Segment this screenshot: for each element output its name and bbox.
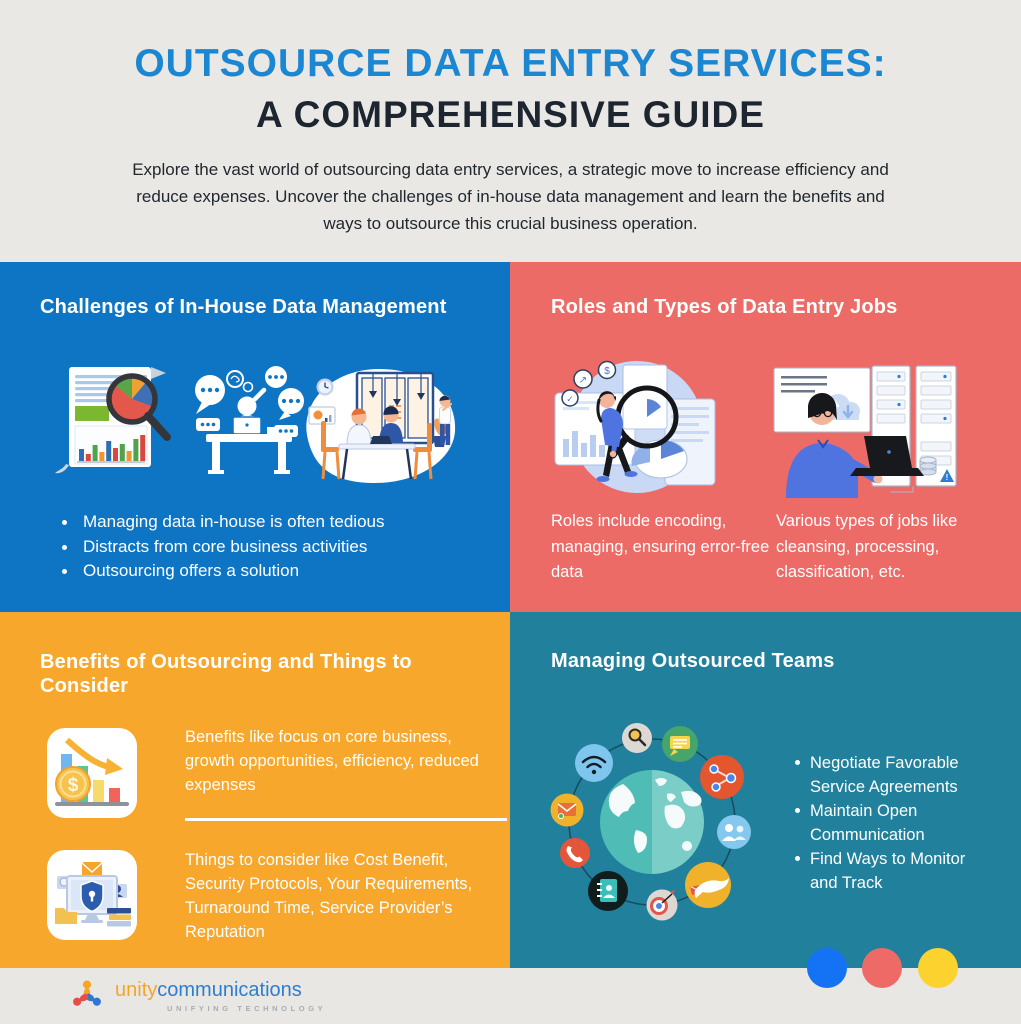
roles-text-1: Roles include encoding, managing, ensuri…	[551, 512, 770, 581]
bullet-dot-icon	[62, 520, 67, 525]
list-item: Distracts from core business activities	[62, 535, 384, 560]
target-dart-icon	[646, 889, 678, 921]
security-monitor-icon	[55, 857, 131, 927]
dot-blue	[807, 948, 847, 988]
section-roles: Roles and Types of Data Entry Jobs	[510, 262, 1021, 612]
list-item: Managing data in-house is often tedious	[62, 510, 384, 535]
envelope-icon	[550, 793, 584, 827]
page-title-line2: A COMPREHENSIVE GUIDE	[256, 94, 765, 135]
global-team-network-illustration	[550, 723, 751, 921]
bullet-dot-icon	[795, 856, 800, 861]
bullet-dot-icon	[795, 808, 800, 813]
section-challenges: Challenges of In-House Data Management	[0, 262, 510, 612]
list-item: Maintain Open Communication	[795, 799, 992, 847]
search-icon	[622, 723, 652, 753]
section-benefits: Benefits of Outsourcing and Things to Co…	[0, 612, 510, 968]
brand-wordmark: unitycommunications	[115, 979, 302, 1001]
considerations-text: Things to consider like Cost Benefit, Se…	[185, 851, 473, 941]
page-title-line1: OUTSOURCE DATA ENTRY SERVICES:	[134, 42, 887, 85]
continents	[608, 778, 702, 853]
divider	[185, 818, 507, 821]
footer: unitycommunications UNIFYING TECHNOLOGY	[0, 968, 1021, 1024]
list-item: Find Ways to Monitor and Track	[795, 847, 992, 895]
section-roles-title: Roles and Types of Data Entry Jobs	[551, 296, 898, 318]
document-analysis-illustration	[55, 367, 171, 474]
wifi-icon	[575, 744, 613, 782]
benefits-text-1: Benefits like focus on core business, gr…	[185, 728, 479, 794]
users-icon	[717, 815, 751, 849]
declining-costs-chart-icon: $	[55, 737, 129, 806]
svg-text:$: $	[68, 775, 79, 796]
list-item: Outsourcing offers a solution	[62, 559, 384, 584]
woman-magnifier-dashboard-illustration: ↗ $ ✓	[554, 360, 716, 493]
list-item: Negotiate Favorable Service Agreements	[795, 751, 992, 799]
office-meeting-illustration	[306, 369, 456, 483]
brand-name-unity: unity	[115, 978, 158, 1001]
svg-text:$: $	[604, 366, 610, 377]
bullet-dot-icon	[795, 760, 800, 765]
bullet-text: Find Ways to Monitor and Track	[810, 850, 966, 892]
bullet-text: Outsourcing offers a solution	[83, 561, 300, 580]
managing-bullet-list: Negotiate Favorable Service Agreements M…	[795, 751, 992, 895]
dove-mail-icon	[685, 862, 731, 908]
section-benefits-title: Benefits of Outsourcing and Things to Co…	[40, 651, 412, 697]
considerations-card	[47, 850, 137, 940]
brand-name-communications: communications	[157, 978, 302, 1001]
bullet-text: Maintain Open Communication	[810, 802, 925, 844]
overwhelmed-worker-illustration	[195, 366, 304, 474]
svg-text:✓: ✓	[566, 394, 574, 404]
bullet-dot-icon	[62, 544, 67, 550]
quadrant-grid: Challenges of In-House Data Management	[0, 262, 1021, 968]
header: OUTSOURCE DATA ENTRY SERVICES: A COMPREH…	[0, 0, 1021, 262]
svg-text:↗: ↗	[579, 375, 587, 386]
intro-paragraph: Explore the vast world of outsourcing da…	[132, 160, 889, 233]
challenges-bullet-list: Managing data in-house is often tedious …	[62, 510, 384, 584]
brand-logo: unitycommunications UNIFYING TECHNOLOGY	[68, 976, 326, 1016]
chat-message-icon	[662, 726, 698, 762]
bullet-text: Distracts from core business activities	[83, 536, 368, 556]
share-network-icon	[700, 755, 744, 799]
bullet-text: Managing data in-house is often tedious	[83, 512, 385, 531]
section-managing: Managing Outsourced Teams	[510, 612, 1021, 968]
decorative-dots	[807, 948, 969, 993]
woman-laptop-servers-illustration: !	[773, 365, 957, 498]
dot-coral	[862, 948, 903, 988]
svg-text:!: !	[946, 473, 949, 482]
brand-tagline: UNIFYING TECHNOLOGY	[167, 1003, 327, 1013]
page-title: OUTSOURCE DATA ENTRY SERVICES: A COMPREH…	[0, 42, 1021, 136]
contact-book-icon	[588, 871, 628, 911]
unity-communications-logo-icon	[73, 980, 101, 1006]
section-managing-title: Managing Outsourced Teams	[551, 650, 835, 672]
dot-yellow	[917, 948, 958, 988]
bullet-dot-icon	[62, 569, 67, 574]
roles-text-2: Various types of jobs like cleansing, pr…	[776, 512, 958, 581]
benefits-card: $	[47, 728, 137, 818]
section-challenges-title: Challenges of In-House Data Management	[40, 296, 447, 318]
bullet-text: Negotiate Favorable Service Agreements	[810, 754, 959, 796]
phone-icon	[560, 838, 590, 868]
